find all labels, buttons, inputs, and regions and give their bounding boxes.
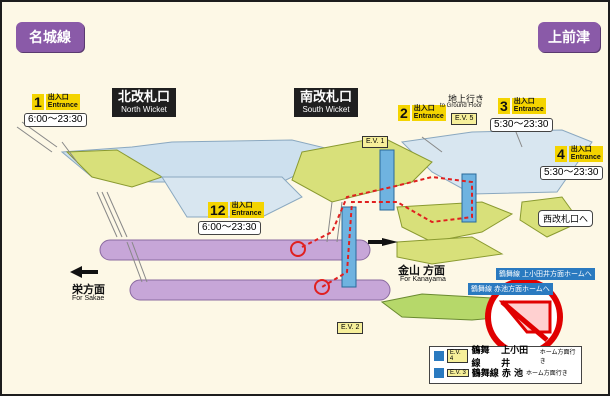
entrance-label-jp: 出入口: [570, 146, 592, 153]
entrance-number: 4: [555, 146, 567, 162]
entrance-3-hours: 5:30～23:30: [490, 118, 553, 132]
accessible-route: [301, 175, 473, 288]
entrance-label-jp: 出入口: [231, 202, 253, 209]
elevator-1-tag: E.V. 1: [362, 136, 389, 148]
entrance-number: 2: [398, 105, 410, 121]
kanayama-direction-jp: 金山 方面: [398, 265, 446, 277]
legend-elevator-tag: E.V. 3: [447, 368, 469, 377]
entrance-1-hours: 6:00～23:30: [24, 113, 87, 127]
line-name-badge: 名城線: [16, 22, 84, 52]
entrance-label-en: Entrance: [570, 154, 601, 161]
legend-line: 鶴舞線: [471, 369, 499, 379]
south-wicket-label: 南改札口 South Wicket: [294, 88, 359, 117]
entrance-number: 1: [32, 94, 44, 110]
elevator-shaft-1: [379, 149, 395, 211]
sakae-direction-en: For Sakae: [72, 295, 105, 302]
entrance-label-jp: 出入口: [47, 94, 69, 101]
north-wicket-zone: [65, 149, 164, 188]
tsurumai-kamiotai-sign: 鶴舞線 上小田井方面ホームへ: [496, 268, 595, 280]
legend-row: E.V. 4 鶴舞線 上小田井 ホーム方面行き: [430, 346, 581, 369]
sakae-direction-jp: 栄方面: [72, 284, 105, 296]
lower-yellow-zone-2: [396, 236, 504, 265]
entrance-label-en: Entrance: [513, 106, 544, 113]
wicket-name-jp: 北改札口: [118, 90, 171, 105]
kanayama-direction-en: For Kanayama: [400, 276, 446, 283]
entrance-number: 3: [498, 98, 510, 114]
legend-line: 鶴舞線: [471, 345, 490, 369]
tsurumai-akaike-sign: 鶴舞線 赤池方面ホームへ: [468, 283, 553, 295]
entrance-label-en: Entrance: [413, 113, 444, 120]
legend-suffix: ホーム方面行き: [525, 370, 568, 377]
elevator-2-tag: E.V. 2: [337, 322, 364, 334]
entrance-label-jp: 出入口: [413, 105, 435, 112]
elevator-5-tag: E.V. 5: [451, 113, 478, 125]
ground-floor-label-en: to Ground Floor: [440, 103, 483, 109]
next-station-badge: 上前津: [538, 22, 600, 52]
legend-elevator-tag: E.V. 4: [446, 348, 469, 363]
route-loop-1: [290, 241, 306, 257]
wicket-name-jp: 南改札口: [300, 90, 353, 105]
entrance-12-hours: 6:00～23:30: [198, 221, 261, 235]
west-wicket-sign: 西改札口へ: [538, 210, 594, 227]
entrance-4-hours: 5:30～23:30: [540, 166, 603, 180]
legend-destination: 赤 池: [501, 369, 523, 379]
entrance-label-en: Entrance: [231, 210, 262, 217]
entrance-number: 12: [208, 202, 228, 218]
legend-destination: 上小田井: [501, 345, 529, 369]
wicket-name-en: North Wicket: [121, 105, 167, 114]
elevator-legend: E.V. 4 鶴舞線 上小田井 ホーム方面行き E.V. 3 鶴舞線 赤 池 ホ…: [429, 346, 582, 384]
legend-suffix: ホーム方面行き: [539, 348, 576, 365]
north-wicket-label: 北改札口 North Wicket: [112, 88, 177, 117]
platform-upper: [99, 239, 371, 261]
legend-row: E.V. 3 鶴舞線 赤 池 ホーム方面行き: [430, 364, 581, 381]
wicket-name-en: South Wicket: [302, 105, 350, 114]
entrance-label-en: Entrance: [47, 102, 78, 109]
arrow-left: [70, 266, 98, 278]
elevator-icon: [434, 350, 444, 361]
elevator-icon: [434, 367, 444, 378]
no-entry-slash: [500, 300, 549, 342]
corridor-12: [161, 176, 303, 218]
ground-floor-label-jp: 地上行き: [448, 94, 485, 104]
route-loop-2: [314, 279, 330, 295]
lower-yellow-zone: [396, 201, 514, 243]
entrance-label-jp: 出入口: [513, 98, 535, 105]
arrow-right: [368, 238, 398, 246]
elevator-shaft-2: [341, 206, 357, 288]
